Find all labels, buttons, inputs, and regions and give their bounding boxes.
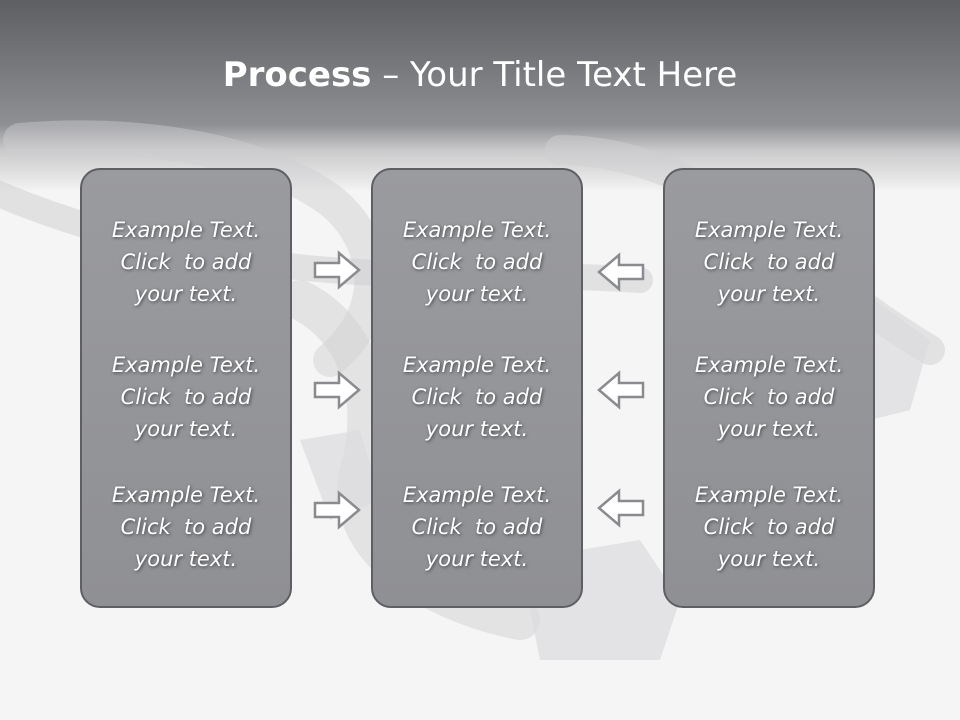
text-line: Click to add xyxy=(703,385,835,409)
title-rest: – Your Title Text Here xyxy=(371,55,738,95)
text-block[interactable]: Example Text. Click to add your text. xyxy=(82,214,290,310)
text-line: your text. xyxy=(717,282,821,306)
arrow-right-icon xyxy=(313,250,361,290)
text-line: Example Text. xyxy=(402,483,552,507)
text-block[interactable]: Example Text. Click to add your text. xyxy=(82,479,290,575)
slide-title[interactable]: Process – Your Title Text Here xyxy=(0,50,960,100)
arrow-left-icon xyxy=(597,488,645,528)
text-line: your text. xyxy=(134,417,238,441)
text-line: Click to add xyxy=(120,515,252,539)
text-block[interactable]: Example Text. Click to add your text. xyxy=(373,214,581,310)
header-band xyxy=(0,0,960,190)
text-block[interactable]: Example Text. Click to add your text. xyxy=(373,479,581,575)
text-block[interactable]: Example Text. Click to add your text. xyxy=(665,479,873,575)
text-line: Click to add xyxy=(411,385,543,409)
text-line: Example Text. xyxy=(694,353,844,377)
process-box-center[interactable]: Example Text. Click to add your text. Ex… xyxy=(371,168,583,608)
text-block[interactable]: Example Text. Click to add your text. xyxy=(665,349,873,445)
arrow-left-icon xyxy=(597,252,645,292)
text-line: your text. xyxy=(134,282,238,306)
text-line: your text. xyxy=(134,547,238,571)
text-line: Click to add xyxy=(703,250,835,274)
text-line: Example Text. xyxy=(694,483,844,507)
title-bold: Process xyxy=(222,55,372,95)
text-line: Click to add xyxy=(411,250,543,274)
text-line: Click to add xyxy=(120,385,252,409)
text-line: your text. xyxy=(425,547,529,571)
arrow-right-icon xyxy=(313,490,361,530)
text-block[interactable]: Example Text. Click to add your text. xyxy=(665,214,873,310)
text-line: Click to add xyxy=(703,515,835,539)
text-line: Click to add xyxy=(411,515,543,539)
process-box-right[interactable]: Example Text. Click to add your text. Ex… xyxy=(663,168,875,608)
text-line: Example Text. xyxy=(111,218,261,242)
text-line: Click to add xyxy=(120,250,252,274)
text-line: Example Text. xyxy=(694,218,844,242)
text-line: Example Text. xyxy=(111,353,261,377)
text-line: your text. xyxy=(425,282,529,306)
text-line: Example Text. xyxy=(402,218,552,242)
text-line: your text. xyxy=(425,417,529,441)
text-line: Example Text. xyxy=(111,483,261,507)
text-line: your text. xyxy=(717,547,821,571)
text-line: Example Text. xyxy=(402,353,552,377)
text-block[interactable]: Example Text. Click to add your text. xyxy=(373,349,581,445)
process-box-left[interactable]: Example Text. Click to add your text. Ex… xyxy=(80,168,292,608)
arrow-left-icon xyxy=(597,370,645,410)
text-block[interactable]: Example Text. Click to add your text. xyxy=(82,349,290,445)
text-line: your text. xyxy=(717,417,821,441)
arrow-right-icon xyxy=(313,370,361,410)
